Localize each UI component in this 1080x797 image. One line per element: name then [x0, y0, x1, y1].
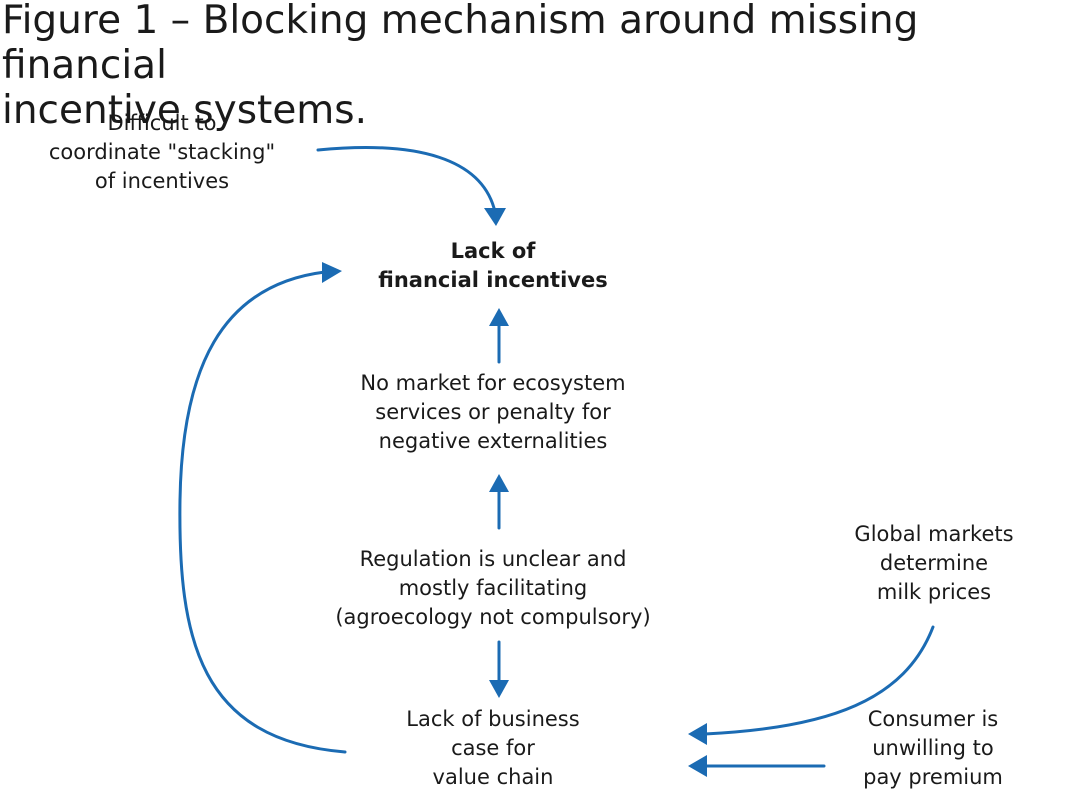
node-business-case-line-1: Lack of business — [406, 707, 580, 731]
node-global-markets-line-2: determine — [879, 551, 989, 575]
node-consumer-line-3: pay premium — [863, 765, 1003, 789]
node-regulation: Regulation is unclear and mostly facilit… — [303, 545, 683, 632]
title-line-1: Figure 1 – Blocking mechanism around mis… — [2, 0, 919, 88]
node-lack-financial-incentives: Lack of financial incentives — [343, 237, 643, 295]
node-regulation-line-1: Regulation is unclear and — [359, 547, 627, 571]
arrowhead-nomarket — [489, 308, 509, 326]
node-no-market: No market for ecosystem services or pena… — [318, 369, 668, 456]
node-global-markets-line-1: Global markets — [854, 522, 1014, 546]
node-business-case-line-3: value chain — [432, 765, 554, 789]
title-line-2: incentive systems. — [2, 88, 368, 133]
node-lack-incentives-line-1: Lack of — [450, 239, 536, 263]
arrowhead-regulation-up — [489, 474, 509, 492]
arrowhead-global — [688, 723, 707, 745]
node-consumer-line-1: Consumer is — [867, 707, 999, 731]
node-regulation-line-2: mostly facilitating — [398, 576, 588, 600]
node-regulation-line-3: (agroecology not compulsory) — [335, 605, 651, 629]
node-stacking-line-2: coordinate "stacking" — [48, 140, 276, 164]
node-lack-incentives-line-2: financial incentives — [378, 268, 608, 292]
node-business-case-line-2: case for — [451, 736, 535, 760]
node-no-market-line-2: services or penalty for — [375, 400, 611, 424]
arrow-business-loop-to-incentives — [178, 270, 347, 754]
node-no-market-line-1: No market for ecosystem — [360, 371, 626, 395]
node-global-markets: Global markets determine milk prices — [822, 520, 1046, 607]
node-business-case: Lack of business case for value chain — [368, 705, 618, 792]
node-consumer-line-2: unwilling to — [872, 736, 994, 760]
node-global-markets-line-3: milk prices — [876, 580, 992, 604]
arrowhead-regulation-down — [489, 680, 509, 698]
arrowhead-consumer — [688, 755, 707, 777]
node-stacking: Difficult to coordinate "stacking" of in… — [32, 109, 292, 196]
arrow-stacking-to-incentives — [316, 146, 496, 210]
figure-title: Figure 1 – Blocking mechanism around mis… — [2, 0, 1072, 133]
node-consumer: Consumer is unwilling to pay premium — [828, 705, 1038, 792]
arrowhead-loop — [322, 262, 342, 283]
node-stacking-line-3: of incentives — [94, 169, 230, 193]
arrowhead-stacking — [484, 208, 506, 226]
node-no-market-line-3: negative externalities — [378, 429, 608, 453]
arrow-global-to-business — [703, 625, 935, 736]
node-stacking-line-1: Difficult to — [107, 111, 217, 135]
